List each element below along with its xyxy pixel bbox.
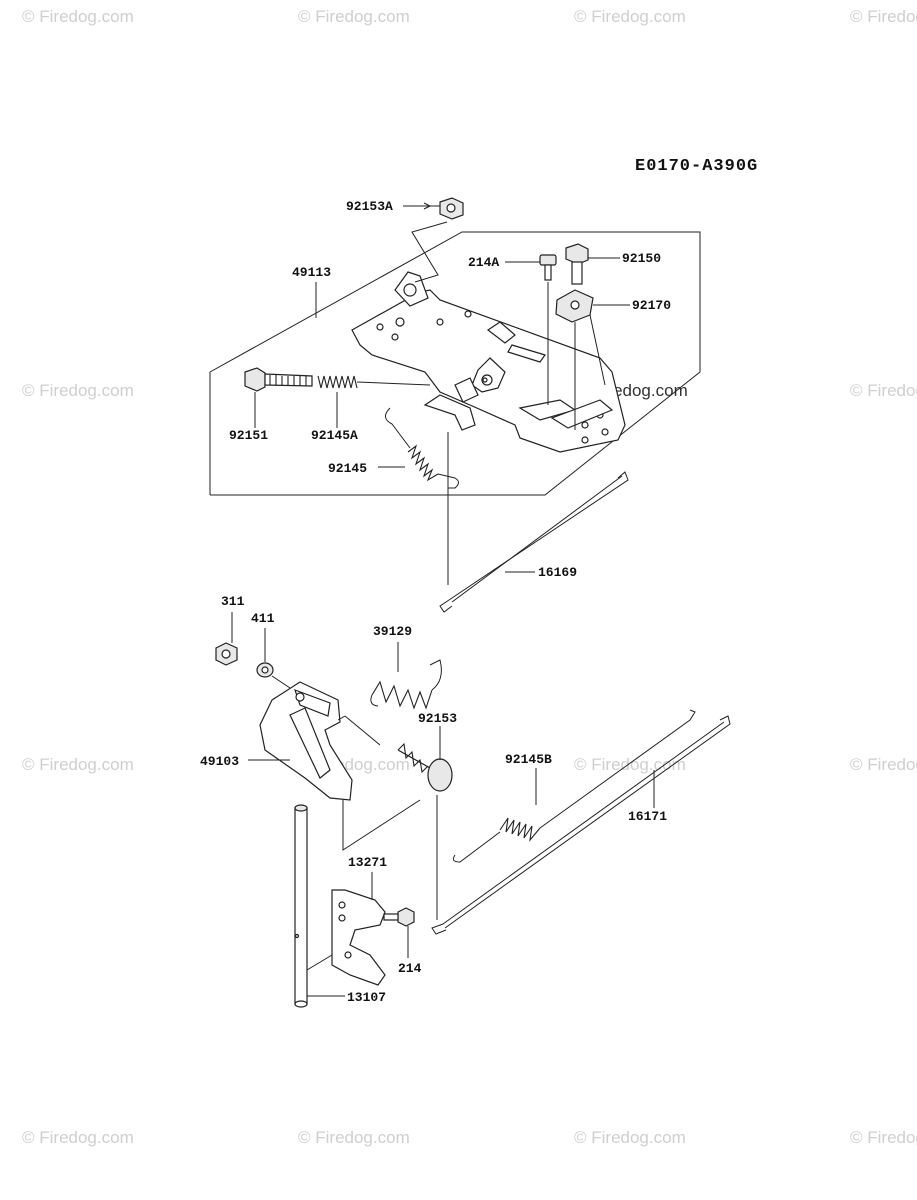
watermark-text: © Firedog.com — [850, 755, 917, 774]
nut-92153A — [403, 197, 464, 283]
label-92145A: 92145A — [311, 428, 358, 443]
screw-214A — [505, 254, 557, 405]
watermark-text: © Firedog.com — [22, 7, 134, 26]
watermark-text: © Firedog.com — [574, 7, 686, 26]
pin-92153 — [344, 715, 453, 792]
label-13107: 13107 — [347, 990, 386, 1005]
watermark-text: © Firedog.com — [574, 1128, 686, 1147]
watermark-grid: © Firedog.com © Firedog.com © Firedog.co… — [22, 7, 917, 1147]
label-411: 411 — [251, 611, 275, 626]
control-bracket-plate — [351, 271, 626, 453]
watermark-text: © Firedog.com — [574, 755, 686, 774]
bolt-92151 — [244, 367, 313, 428]
rod-16169 — [439, 471, 629, 613]
diagram-code: E0170-A390G — [635, 157, 758, 176]
label-49103: 49103 — [200, 754, 239, 769]
bolt-92150 — [565, 243, 620, 285]
bracket-assembly-outline — [209, 231, 701, 496]
label-92145B: 92145B — [505, 752, 552, 767]
label-92170: 92170 — [632, 298, 671, 313]
label-16169: 16169 — [538, 565, 577, 580]
watermark-text: © Firedog.com — [298, 1128, 410, 1147]
label-92151: 92151 — [229, 428, 268, 443]
label-92153A: 92153A — [346, 199, 393, 214]
label-13271: 13271 — [348, 855, 387, 870]
label-49113: 49113 — [292, 265, 331, 280]
watermark-text: © Firedog.com — [22, 1128, 134, 1147]
label-311: 311 — [221, 594, 245, 609]
watermark-text: © Firedog.com — [850, 381, 917, 400]
label-92153: 92153 — [418, 711, 457, 726]
label-92150: 92150 — [622, 251, 661, 266]
watermark-text: © Firedog.com — [850, 1128, 917, 1147]
label-16171: 16171 — [628, 809, 667, 824]
spring-92145 — [378, 407, 459, 585]
clip-92170 — [555, 289, 630, 430]
watermark-text: © Firedog.com — [22, 755, 134, 774]
watermark-text: © Firedog.com — [22, 381, 134, 400]
screw-214 — [383, 907, 415, 958]
washer-411 — [256, 628, 291, 689]
label-39129: 39129 — [373, 624, 412, 639]
label-214A: 214A — [468, 255, 499, 270]
shaft-13107 — [294, 804, 345, 1008]
plate-13271 — [306, 872, 386, 986]
spring-92145B — [452, 709, 696, 863]
nut-311 — [215, 612, 238, 666]
leader-line — [342, 799, 421, 851]
watermark-text: © Firedog.com — [298, 7, 410, 26]
spring-92145A — [317, 375, 431, 428]
label-214: 214 — [398, 961, 422, 976]
watermark-text: © Firedog.com — [850, 7, 917, 26]
rod-16171 — [431, 715, 731, 935]
lever-49103 — [248, 681, 353, 801]
label-92145: 92145 — [328, 461, 367, 476]
spring-39129 — [370, 642, 442, 710]
